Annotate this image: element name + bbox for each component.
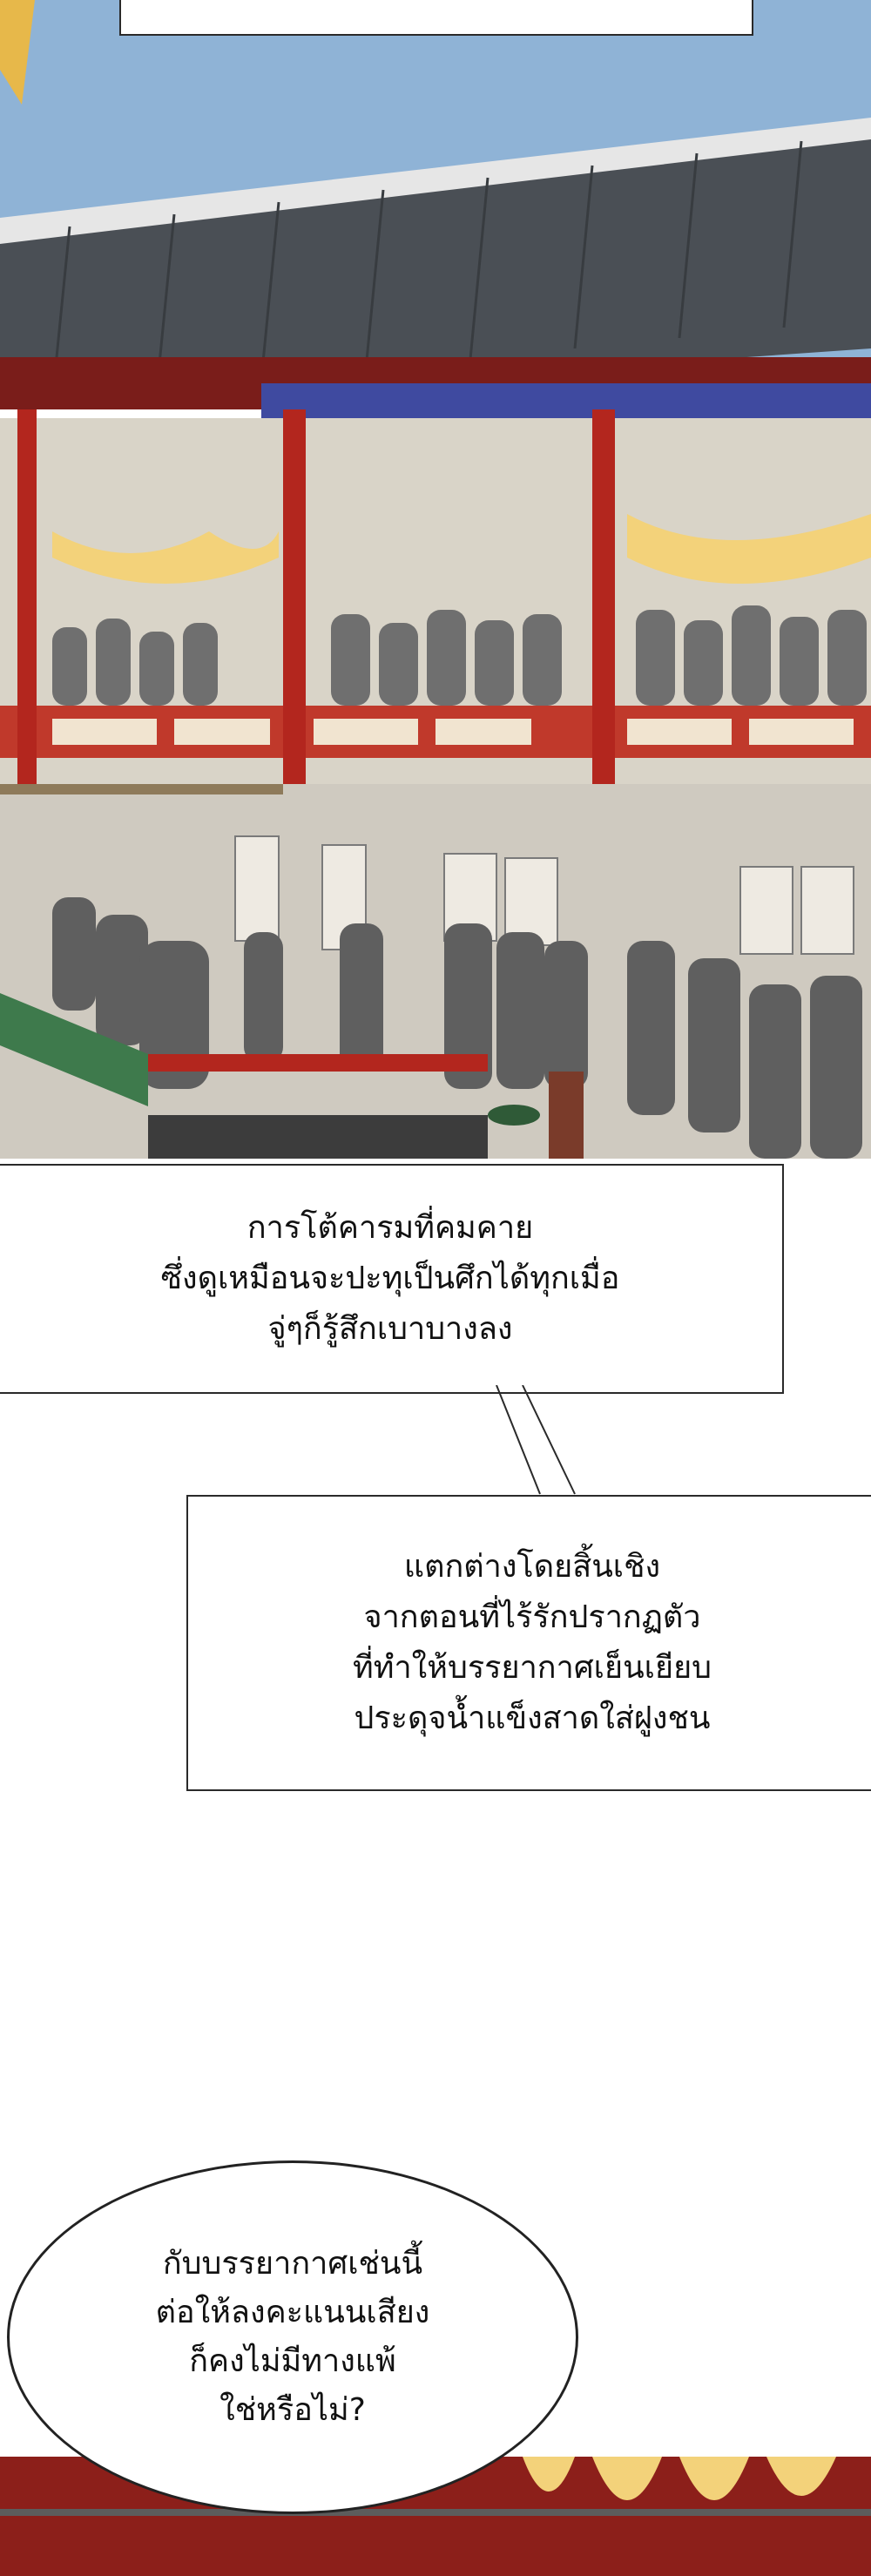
narration-caption-1: การโต้คารมที่คมคาย ซึ่งดูเหมือนจะปะทุเป็… bbox=[0, 1164, 784, 1394]
bottom-scene-panel bbox=[0, 2457, 871, 2576]
bottom-illustration bbox=[0, 2457, 871, 2576]
roof bbox=[0, 131, 871, 409]
green-bench bbox=[0, 993, 148, 1106]
eave-pattern bbox=[261, 383, 871, 418]
upper-crowd bbox=[52, 605, 867, 706]
speech-bubble-text: กับบรรยากาศเช่นนี้ ต่อให้ลงคะแนนเสียง ก็… bbox=[155, 2246, 430, 2428]
roof-ridge bbox=[0, 118, 871, 244]
stool bbox=[549, 1072, 584, 1159]
speech-bubble: กับบรรยากาศเช่นนี้ ต่อให้ลงคะแนนเสียง ก็… bbox=[7, 2160, 578, 2514]
narration-caption-1-text: การโต้คารมที่คมคาย ซึ่งดูเหมือนจะปะทุเป็… bbox=[160, 1210, 620, 1347]
hall-scene-panel bbox=[0, 0, 871, 1159]
plant bbox=[488, 1105, 540, 1126]
narration-caption-2-text: แตกต่างโดยสิ้นเชิง จากตอนที่ไร้รักปรากฏต… bbox=[352, 1549, 712, 1736]
narration-caption-2: แตกต่างโดยสิ้นเชิง จากตอนที่ไร้รักปรากฏต… bbox=[186, 1495, 871, 1791]
lower-railing bbox=[148, 1054, 488, 1072]
hall-illustration bbox=[0, 0, 871, 1159]
curtain-2 bbox=[627, 514, 871, 584]
lower-crowd bbox=[52, 897, 862, 1159]
floor bbox=[148, 1115, 488, 1159]
tassel-left bbox=[0, 0, 35, 105]
curtain-1 bbox=[52, 531, 279, 584]
top-caption-edge bbox=[119, 0, 753, 36]
railing-panels bbox=[52, 719, 854, 745]
caption-connector bbox=[496, 1385, 576, 1495]
